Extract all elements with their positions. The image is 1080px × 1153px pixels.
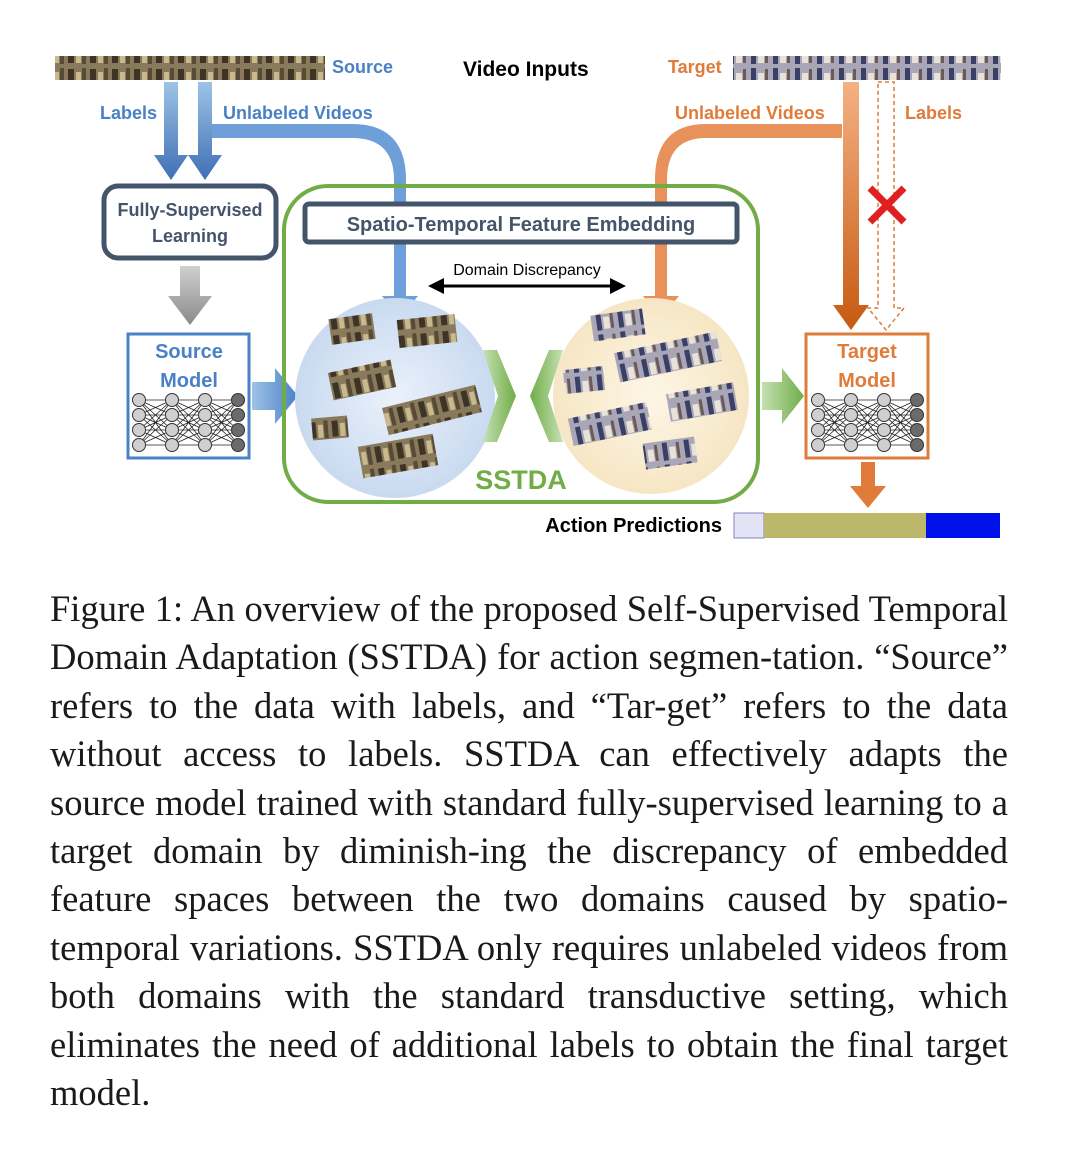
target-labels-label: Labels bbox=[905, 103, 962, 123]
source-strip-label: Source bbox=[332, 57, 393, 77]
target-to-predictions-arrow bbox=[850, 462, 886, 508]
target-labels-dashed-arrow bbox=[866, 81, 906, 332]
sstda-to-target-model-arrow bbox=[762, 368, 804, 424]
target-to-center-arrow bbox=[530, 350, 563, 442]
network-node bbox=[132, 423, 146, 437]
domain-discrepancy-label: Domain Discrepancy bbox=[453, 262, 601, 279]
network-node bbox=[877, 408, 891, 422]
network-node bbox=[198, 408, 212, 422]
embedding-label: Spatio-Temporal Feature Embedding bbox=[347, 214, 696, 236]
source-network-icon bbox=[132, 393, 245, 452]
source-model-line1: Source bbox=[155, 341, 223, 363]
network-node bbox=[877, 423, 891, 437]
source-feature-space bbox=[295, 298, 495, 498]
source-to-center-arrow bbox=[483, 350, 516, 442]
network-node bbox=[165, 438, 179, 452]
prediction-segment-2 bbox=[764, 513, 926, 538]
source-unlabeled-label: Unlabeled Videos bbox=[223, 103, 373, 123]
network-node bbox=[844, 393, 858, 407]
source-model-to-sstda-arrow bbox=[252, 368, 298, 424]
fully-supervised-line1: Fully-Supervised bbox=[117, 200, 262, 220]
target-main-down-arrow bbox=[833, 82, 869, 330]
network-node bbox=[198, 438, 212, 452]
network-node bbox=[231, 393, 245, 407]
embedding-box bbox=[302, 201, 740, 245]
network-node bbox=[198, 423, 212, 437]
sstda-box bbox=[282, 184, 760, 504]
target-model-line2: Model bbox=[838, 370, 896, 392]
action-predictions-label: Action Predictions bbox=[545, 515, 722, 537]
network-node bbox=[910, 423, 924, 437]
target-strip-label: Target bbox=[668, 57, 722, 77]
fully-supervised-box bbox=[101, 183, 279, 261]
network-node bbox=[198, 393, 212, 407]
network-node bbox=[844, 408, 858, 422]
supervised-to-source-arrow bbox=[168, 266, 212, 325]
network-node bbox=[811, 438, 825, 452]
prediction-segment-1 bbox=[733, 512, 765, 539]
source-feature-clips bbox=[311, 313, 482, 479]
target-feature-clips bbox=[562, 308, 738, 470]
source-video-strip bbox=[55, 56, 325, 80]
no-labels-cross-icon bbox=[867, 185, 907, 225]
discrepancy-double-arrow bbox=[428, 278, 626, 294]
network-node bbox=[132, 438, 146, 452]
action-prediction-bar bbox=[733, 512, 1000, 539]
network-node bbox=[231, 438, 245, 452]
video-inputs-label: Video Inputs bbox=[463, 58, 589, 81]
sstda-label: SSTDA bbox=[475, 465, 567, 495]
network-node bbox=[910, 393, 924, 407]
target-video-strip bbox=[733, 56, 1001, 80]
network-node bbox=[877, 393, 891, 407]
network-node bbox=[910, 408, 924, 422]
network-node bbox=[165, 408, 179, 422]
source-labels-arrow bbox=[154, 82, 188, 180]
target-network-icon bbox=[811, 393, 924, 452]
network-node bbox=[910, 438, 924, 452]
target-unlabeled-curve-arrow bbox=[643, 124, 842, 318]
target-model-line1: Target bbox=[837, 341, 897, 363]
network-node bbox=[811, 423, 825, 437]
target-unlabeled-label: Unlabeled Videos bbox=[675, 103, 825, 123]
network-node bbox=[231, 423, 245, 437]
network-node bbox=[844, 423, 858, 437]
network-node bbox=[165, 423, 179, 437]
network-node bbox=[132, 393, 146, 407]
overview-figure: Source Video Inputs Target Labels Unlabe… bbox=[55, 56, 1001, 539]
network-node bbox=[132, 408, 146, 422]
figure-caption: Figure 1: An overview of the proposed Se… bbox=[50, 588, 1008, 1114]
network-node bbox=[165, 393, 179, 407]
source-model-line2: Model bbox=[160, 370, 218, 392]
network-node bbox=[231, 408, 245, 422]
network-node bbox=[844, 438, 858, 452]
network-node bbox=[811, 393, 825, 407]
source-labels-label: Labels bbox=[100, 103, 157, 123]
network-node bbox=[811, 408, 825, 422]
prediction-segment-3 bbox=[926, 513, 1000, 538]
source-unlabeled-down-arrow bbox=[188, 82, 222, 180]
network-node bbox=[877, 438, 891, 452]
fully-supervised-line2: Learning bbox=[152, 226, 228, 246]
